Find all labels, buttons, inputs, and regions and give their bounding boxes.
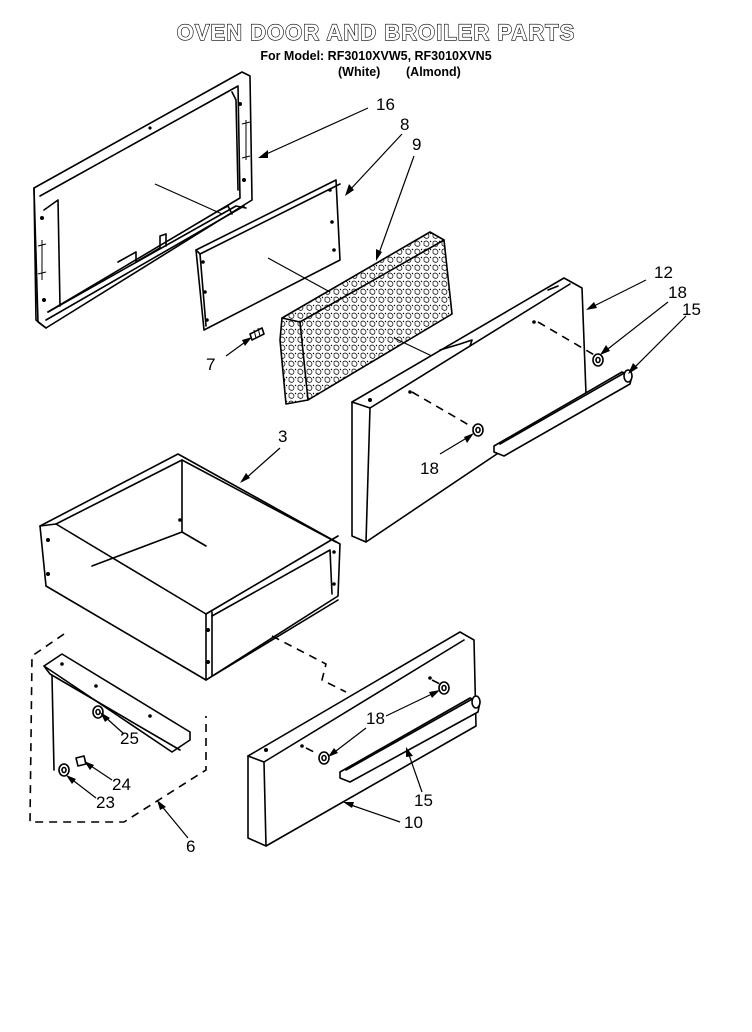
drawer-handle-lower: [339, 695, 481, 783]
callout-23: 23: [96, 793, 115, 812]
callout-18-upper-right: 18: [668, 283, 687, 302]
leader-arrows: [66, 107, 687, 839]
model-subtitle: For Model: RF3010XVW5, RF3010XVN5: [260, 49, 492, 63]
handle-spacers-lower: [305, 679, 450, 765]
callout-18-upper-left: 18: [420, 459, 439, 478]
callout-10: 10: [404, 813, 423, 832]
page-title: OVEN DOOR AND BROILER PARTS: [176, 19, 576, 45]
assembly-lines: [154, 183, 437, 359]
drawer-assembly-line: [271, 635, 347, 693]
inner-door-liner: [33, 71, 253, 329]
callout-6: 6: [186, 837, 195, 856]
callout-18-lower: 18: [366, 709, 385, 728]
broiler-drawer-front: [247, 631, 477, 847]
drawer-bracket-kit: [29, 633, 207, 823]
callout-24: 24: [112, 775, 131, 794]
broiler-drawer: [39, 453, 341, 681]
callout-15-upper: 15: [682, 300, 701, 319]
callout-7: 7: [206, 355, 215, 374]
callout-3: 3: [278, 427, 287, 446]
model-colors: (White) (Almond): [0, 65, 752, 81]
callout-25: 25: [120, 729, 139, 748]
callout-8: 8: [400, 115, 409, 134]
callout-15-lower: 15: [414, 791, 433, 810]
door-screw: [249, 327, 265, 341]
part-callouts: 16 8 9 7 12 18 15 18 3 25 24 23 6 18 15 …: [96, 95, 701, 856]
callout-16: 16: [376, 95, 395, 114]
color-almond-label: (Almond): [406, 65, 461, 79]
door-window-glass: [195, 179, 341, 331]
door-insulation: [279, 231, 453, 405]
color-white-label: (White): [338, 65, 381, 79]
callout-12: 12: [654, 263, 673, 282]
door-handle-upper: [493, 369, 633, 457]
callout-9: 9: [412, 135, 421, 154]
handle-spacers-upper: [411, 321, 604, 437]
